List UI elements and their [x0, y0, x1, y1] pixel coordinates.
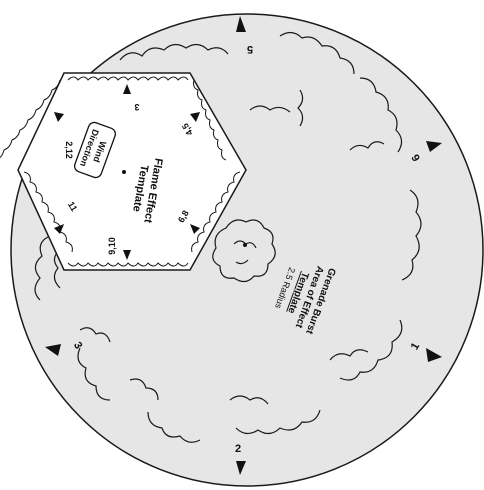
flame-edge-label-3: 3: [134, 102, 139, 112]
flame-edge-label-910: 9,10: [107, 237, 117, 255]
direction-number-2: 2: [235, 443, 241, 455]
flame-edge-label-212: 2,12: [64, 141, 74, 159]
direction-number-5: 5: [247, 43, 253, 55]
burst-center-point: [243, 243, 247, 247]
flame-center-point: [122, 170, 126, 174]
